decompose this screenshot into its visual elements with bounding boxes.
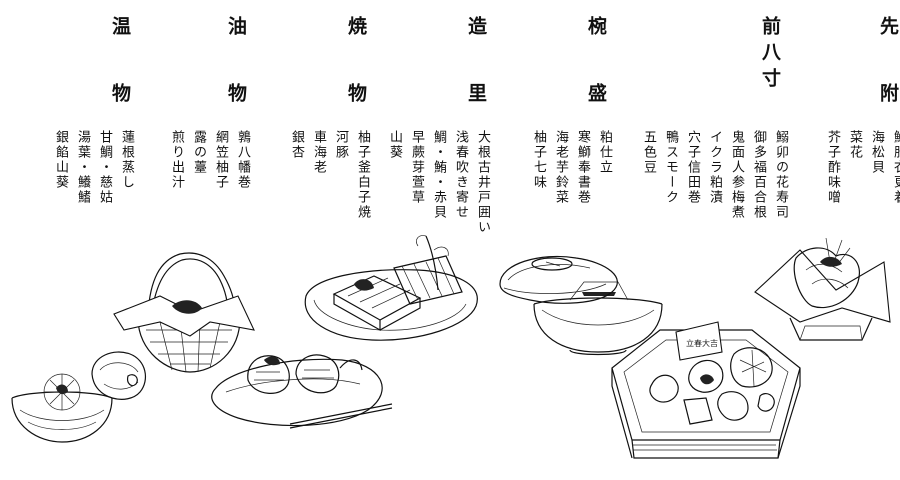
- course-onmono: 温物 蓮根蒸し 甘鯛・慈姑 湯葉・鱶鰭 銀餡山葵: [22, 0, 142, 250]
- menu-item: 露の薹: [191, 130, 206, 175]
- menu-item: 御多福百合根: [751, 130, 766, 220]
- course-title: 前八寸: [759, 16, 781, 94]
- course-wanmori: 椀盛 粕仕立 寒鰤奉書巻 海老芋鈴菜 柚子七味: [498, 0, 618, 250]
- yakimono-plate-illustration: [211, 354, 393, 429]
- menu-item: 車海老: [311, 130, 326, 175]
- course-title: 椀盛: [585, 16, 607, 150]
- menu-item: 粕仕立: [597, 130, 612, 175]
- menu-item: 鯛・鮪・赤貝: [431, 130, 446, 220]
- menu-item: 煎り出汁: [169, 130, 184, 190]
- menu-item: 寒鰤奉書巻: [575, 130, 590, 205]
- agemono-basket-illustration: [113, 252, 255, 373]
- menu-item: 鬼面人参梅煮: [729, 130, 744, 220]
- hassun-label: 立春大吉: [686, 338, 718, 348]
- menu-item: 湯葉・鱶鰭: [75, 130, 90, 205]
- course-title: 先附: [877, 16, 899, 150]
- menu-item: 鴨スモーク: [663, 130, 678, 205]
- menu-item: 蓮根蒸し: [119, 130, 134, 190]
- tsukuri-platter-illustration: [304, 235, 478, 341]
- menu-item: 五色豆: [641, 130, 656, 175]
- menu-item: 河豚: [333, 130, 348, 160]
- menu-item: 網笠柚子: [213, 130, 228, 190]
- course-items: 蓮根蒸し 甘鯛・慈姑 湯葉・鱶鰭 銀餡山葵: [50, 130, 136, 205]
- course-title: 油物: [225, 16, 247, 150]
- course-items: 柚子釜白子焼 河豚 車海老 銀杏: [286, 130, 372, 220]
- menu-item: 鮟肝衣更着: [891, 130, 900, 205]
- menu-item: 柚子釜白子焼: [355, 130, 370, 220]
- course-items: 鶉八幡巻 網笠柚子 露の薹 煎り出汁: [166, 130, 252, 190]
- menu-item: 菜花: [847, 130, 862, 160]
- menu-item: 甘鯛・慈姑: [97, 130, 112, 205]
- menu-item: 銀餡山葵: [53, 130, 68, 190]
- menu-item: 大根古井戸囲い: [475, 130, 490, 235]
- menu-item: 山葵: [387, 130, 402, 160]
- menu-item: 鶉八幡巻: [235, 130, 250, 190]
- course-hassun: 前八寸 鰯卯の花寿司 御多福百合根 鬼面人参梅煮 イクラ粕漬 穴子信田巻 鴨スモ…: [641, 0, 792, 250]
- menu-item: イクラ粕漬: [707, 130, 722, 205]
- course-items: 鰯卯の花寿司 御多福百合根 鬼面人参梅煮 イクラ粕漬 穴子信田巻 鴨スモーク 五…: [638, 130, 790, 220]
- course-items: 粕仕立 寒鰤奉書巻 海老芋鈴菜 柚子七味: [528, 130, 614, 205]
- course-title: 温物: [109, 16, 131, 150]
- wanmori-bowl-illustration: [499, 255, 663, 356]
- menu-item: 浅春吹き寄せ: [453, 130, 468, 220]
- course-yakimono: 焼物 柚子釜白子焼 河豚 車海老 銀杏: [258, 0, 378, 250]
- menu-item: 柚子七味: [531, 130, 546, 190]
- hassun-tray-illustration: 立春大吉: [611, 321, 801, 459]
- menu-item: 早蕨芽萱草: [409, 130, 424, 205]
- menu-item: 鰯卯の花寿司: [773, 130, 788, 220]
- menu-item: 銀杏: [289, 130, 304, 160]
- course-tsukuri: 造里 大根古井戸囲い 浅春吹き寄せ 鯛・鮪・赤貝 早蕨芽萱草 山葵: [378, 0, 498, 250]
- menu-item: 海老芋鈴菜: [553, 130, 568, 205]
- onmono-bowl-illustration: [11, 351, 147, 443]
- course-items: 鮟肝衣更着 海松貝 菜花 芥子酢味噌: [822, 130, 900, 205]
- menu-item: 芥子酢味噌: [825, 130, 840, 205]
- course-agemono: 油物 鶉八幡巻 網笠柚子 露の薹 煎り出汁: [138, 0, 258, 250]
- sakizuke-dish-illustration: [754, 237, 891, 341]
- course-title: 焼物: [345, 16, 367, 150]
- menu-item: 海松貝: [869, 130, 884, 175]
- course-title: 造里: [465, 16, 487, 150]
- menu-item: 穴子信田巻: [685, 130, 700, 205]
- course-items: 大根古井戸囲い 浅春吹き寄せ 鯛・鮪・赤貝 早蕨芽萱草 山葵: [384, 130, 492, 235]
- course-sakizuke: 先附 鮟肝衣更着 海松貝 菜花 芥子酢味噌: [790, 0, 900, 250]
